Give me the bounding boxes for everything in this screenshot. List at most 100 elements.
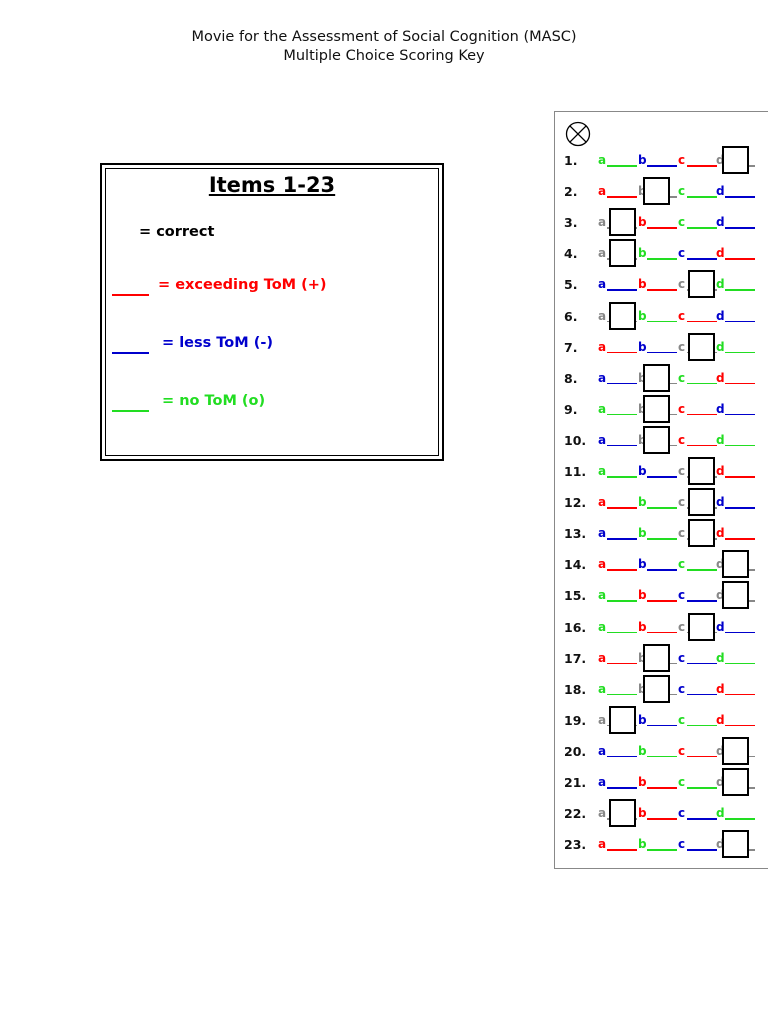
option-letter: a — [598, 401, 607, 416]
option-letter: a — [598, 837, 607, 852]
option-letter: c — [678, 432, 686, 447]
document-subtitle: Multiple Choice Scoring Key — [283, 48, 485, 64]
option-letter: b — [638, 712, 647, 727]
legend-none: = no ToM (o) — [162, 393, 266, 409]
option-letter: a — [598, 806, 607, 821]
correct-answer-box — [643, 363, 670, 392]
answer-line — [647, 818, 677, 820]
option-letter: a — [598, 650, 607, 665]
answer-line — [687, 258, 717, 260]
option-letter: d — [716, 837, 725, 852]
legend-exceeding-swatch — [112, 294, 149, 296]
option-letter: b — [638, 402, 647, 416]
option-letter: b — [638, 806, 647, 821]
correct-answer-box — [688, 612, 715, 641]
option-letter: d — [716, 712, 725, 727]
option-letter: b — [638, 588, 647, 603]
item-number: 13. — [564, 526, 587, 542]
option-letter: c — [678, 308, 686, 323]
item-number: 8. — [564, 370, 578, 386]
option-letter: b — [638, 184, 647, 198]
answer-line — [607, 662, 637, 665]
option-letter: d — [716, 401, 725, 416]
answer-line — [725, 227, 755, 229]
option-letter: d — [716, 495, 725, 510]
answer-line — [647, 724, 677, 727]
answer-line — [607, 631, 637, 633]
answer-line — [725, 320, 755, 322]
option-letter: b — [638, 619, 647, 634]
item-number: 10. — [564, 432, 587, 448]
answer-line — [607, 444, 637, 447]
answer-line — [725, 724, 755, 727]
option-letter: d — [716, 184, 725, 199]
option-letter: c — [678, 775, 686, 789]
option-letter: c — [678, 277, 686, 292]
item-number: 9. — [564, 401, 578, 417]
correct-answer-box — [722, 550, 749, 579]
answer-line — [607, 351, 637, 354]
answer-line — [607, 165, 637, 167]
answer-line — [607, 382, 637, 385]
option-letter: b — [638, 153, 647, 167]
answer-line — [687, 600, 717, 602]
option-letter: d — [716, 153, 725, 167]
item-number: 6. — [564, 308, 578, 324]
option-letter: d — [716, 246, 725, 261]
answer-line — [607, 569, 637, 571]
answer-line — [687, 818, 717, 820]
correct-answer-box — [688, 270, 715, 299]
legend-less-swatch — [112, 352, 149, 354]
option-letter: d — [716, 432, 725, 447]
item-number: 1. — [564, 153, 578, 168]
correct-answer-box — [688, 332, 715, 361]
option-letter: b — [638, 682, 647, 696]
option-letter: b — [638, 464, 647, 478]
legend-box: Items 1-23 = correct = exceeding ToM (+)… — [100, 163, 444, 461]
option-letter: b — [638, 526, 647, 541]
option-letter: c — [678, 557, 686, 572]
answer-line — [607, 196, 637, 198]
option-letter: a — [598, 619, 607, 634]
correct-answer-box — [643, 643, 670, 672]
answer-line — [687, 755, 717, 758]
item-number: 19. — [564, 712, 587, 728]
option-letter: c — [678, 153, 686, 167]
option-letter: c — [678, 619, 686, 634]
answer-line — [725, 196, 755, 198]
correct-answer-box — [609, 799, 636, 828]
item-number: 2. — [564, 184, 578, 200]
option-letter: a — [598, 370, 607, 385]
answer-line — [647, 507, 677, 509]
answer-line — [687, 724, 717, 727]
correct-answer-box — [722, 736, 749, 765]
answer-line — [687, 320, 717, 322]
answer-line — [687, 227, 717, 229]
correct-answer-box — [688, 488, 715, 517]
option-letter: b — [638, 495, 647, 510]
option-letter: a — [598, 712, 607, 727]
item-number: 20. — [564, 743, 587, 759]
option-letter: b — [638, 743, 647, 758]
correct-answer-box — [643, 177, 670, 206]
answer-line — [725, 631, 755, 633]
option-letter: c — [678, 215, 686, 230]
answer-line — [725, 662, 755, 665]
answer-line — [647, 258, 677, 260]
legend-title: Items 1-23 — [208, 173, 336, 197]
answer-line — [647, 755, 677, 758]
option-letter: d — [716, 557, 725, 572]
option-letter: d — [716, 370, 725, 385]
option-letter: c — [678, 370, 686, 385]
answer-line — [647, 320, 677, 322]
legend-inner-border — [105, 168, 439, 456]
